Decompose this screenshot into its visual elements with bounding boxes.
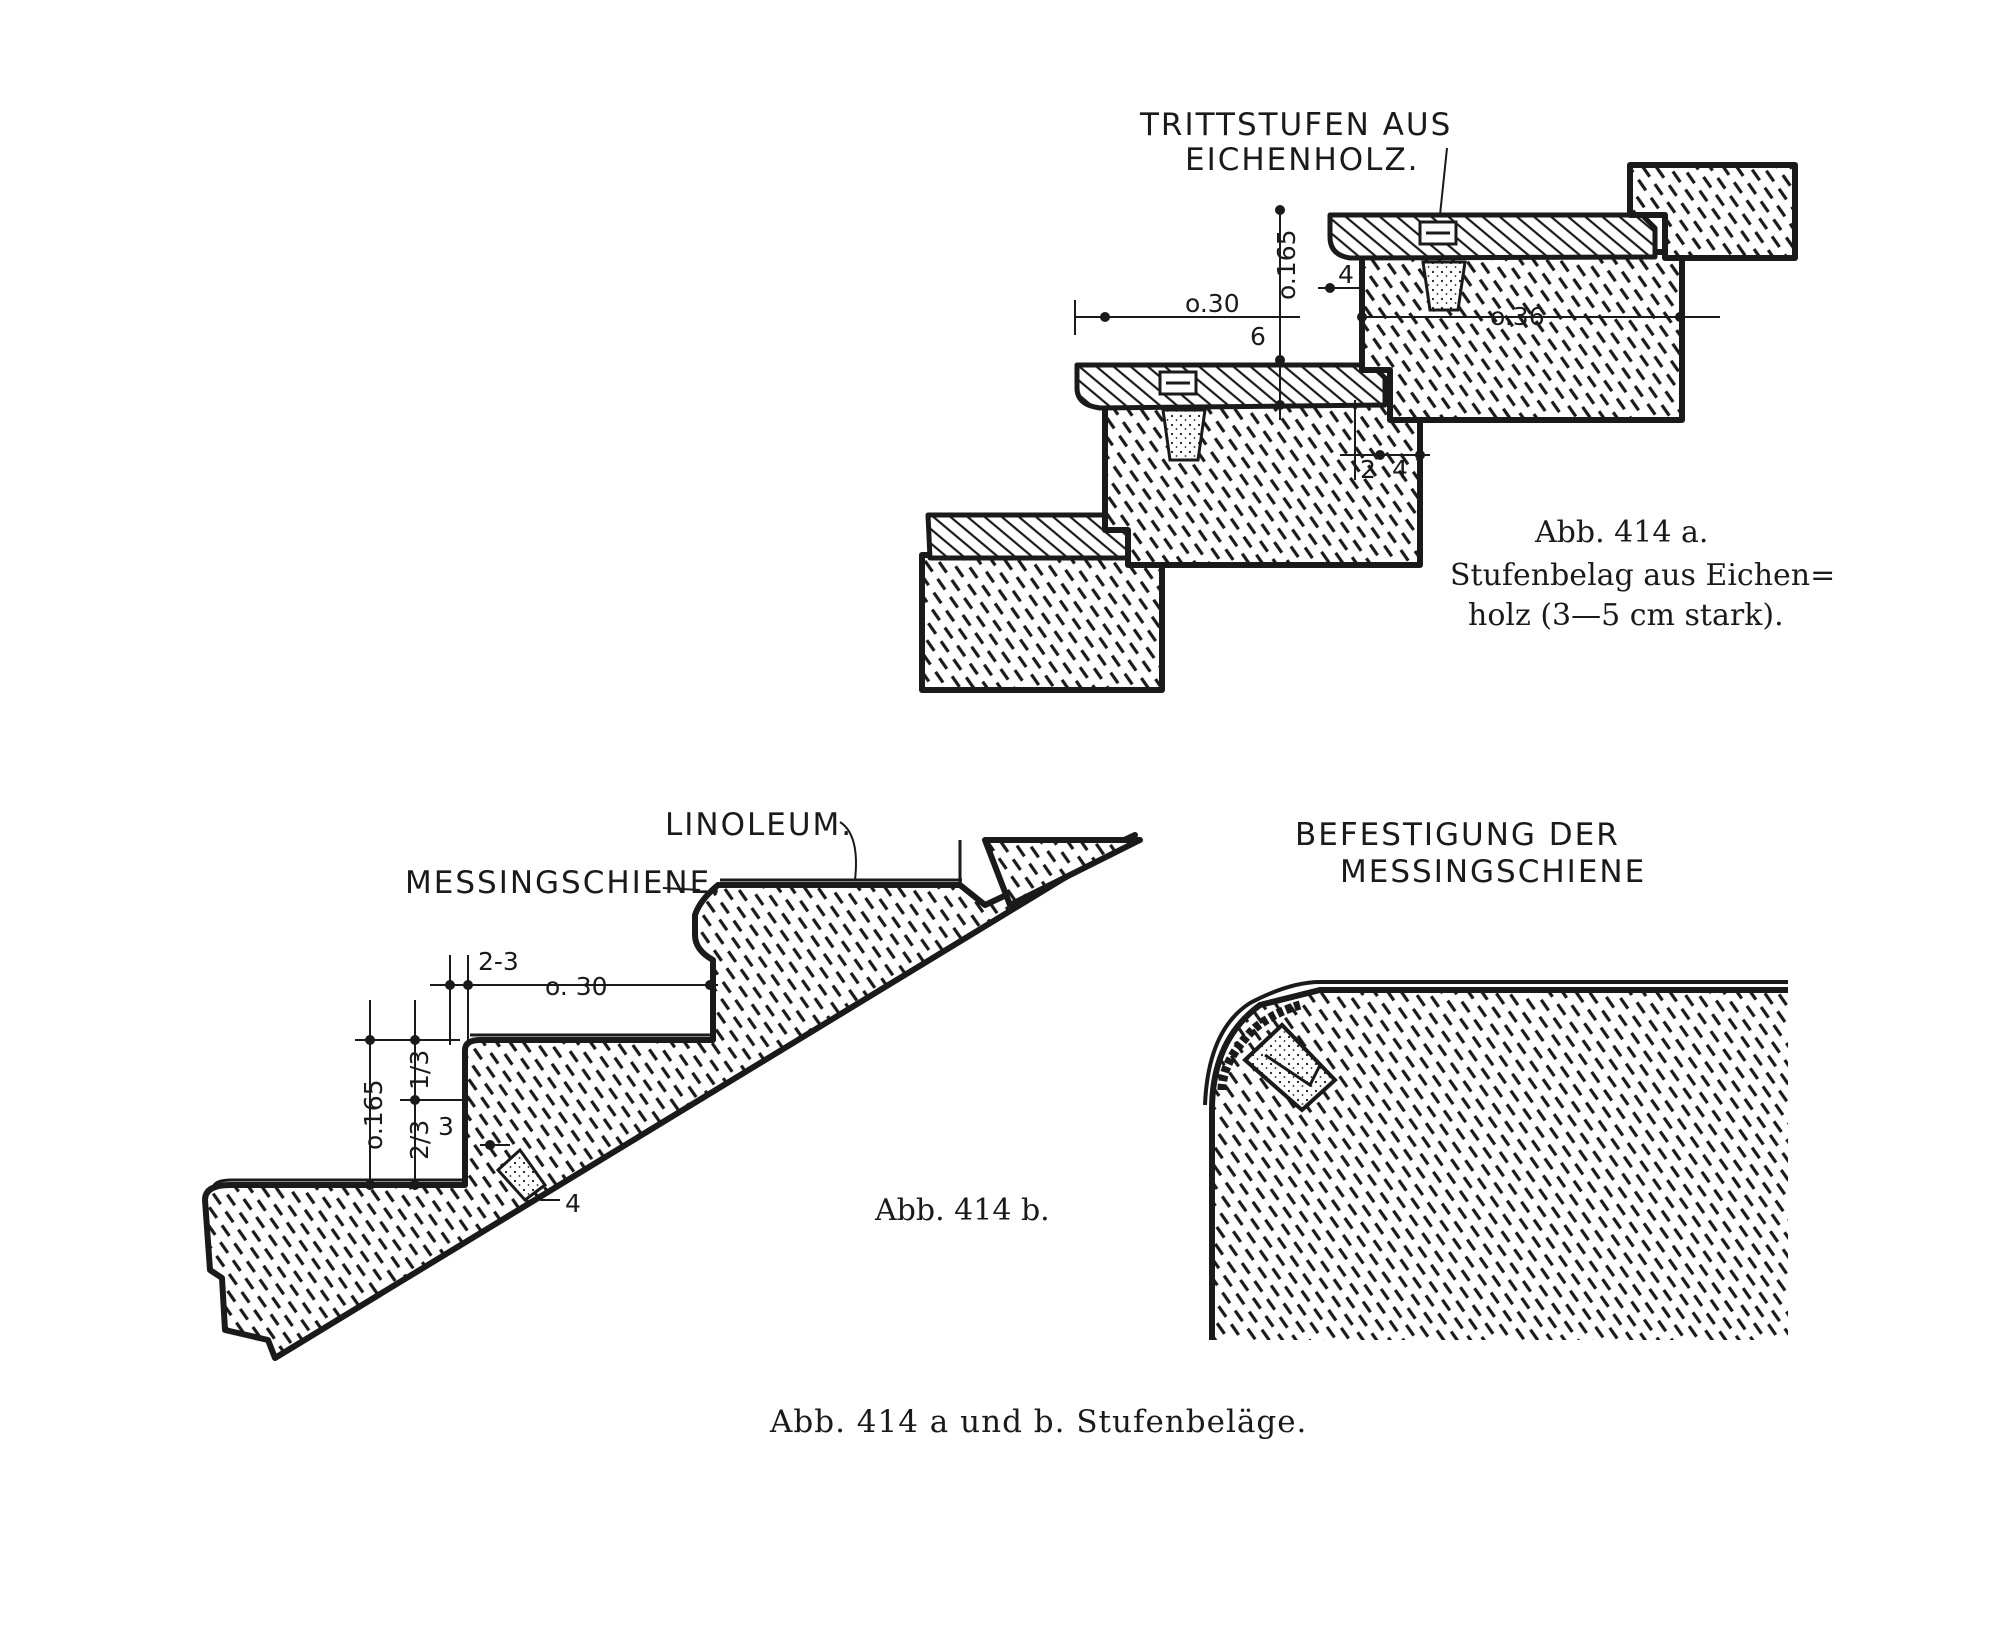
fig-a-lower-tread — [925, 512, 1131, 561]
fig-a-drawing — [919, 147, 1798, 693]
detail-anchor — [1242, 1022, 1338, 1113]
fig-b-dim-1-3: 1/3 — [405, 1050, 434, 1090]
fig-a-label-line2: EICHENHOLZ. — [1185, 142, 1420, 178]
fig-b-dim-4: 4 — [565, 1189, 581, 1218]
fig-b-dim-2-3: 2-3 — [478, 947, 519, 976]
fig-b-dim-0165: o.165 — [359, 1079, 388, 1150]
fig-a-dim-4: 4 — [1338, 260, 1354, 289]
detail-stone-block — [1212, 990, 1788, 1340]
detail-title-line2: MESSINGSCHIENE — [1340, 854, 1646, 890]
fig-b-dim-030: o. 30 — [545, 972, 608, 1001]
fig-b-dim-2-3b: 2/3 — [405, 1120, 434, 1160]
fig-b-upper-wall — [982, 837, 1143, 908]
fig-a-caption-line2: Stufenbelag aus Eichen= — [1450, 558, 1835, 593]
fig-a-caption-line1: Abb. 414 a. — [1534, 515, 1708, 550]
fig-a-dim-0165: o.165 — [1272, 229, 1301, 300]
fig-b-dim-3: 3 — [438, 1112, 454, 1141]
fig-a-anchor-1 — [1161, 408, 1207, 462]
fig-b-label-messingschiene: MESSINGSCHIENE. — [405, 865, 723, 901]
fig-b-label-linoleum: LINOLEUM. — [665, 807, 853, 843]
fig-a-anchor-2 — [1421, 260, 1467, 312]
detail-linoleum-line — [1203, 980, 1788, 1106]
detail-title-line1: BEFESTIGUNG DER — [1295, 817, 1620, 853]
detail-drawing — [1203, 980, 1788, 1340]
fig-a-middle-tread — [1074, 362, 1388, 411]
fig-b-drawing — [202, 821, 1143, 1361]
fig-b-caption: Abb. 414 b. — [874, 1193, 1050, 1228]
fig-a-dim-6: 6 — [1250, 322, 1266, 351]
fig-a-base-masonry — [919, 552, 1165, 693]
detail-brass-rail — [1217, 1000, 1302, 1091]
fig-a-top-wall — [1627, 162, 1798, 261]
fig-a-dim-4b: 4 — [1392, 455, 1408, 484]
fig-a-upper-masonry — [1359, 249, 1685, 423]
main-caption: Abb. 414 a und b. Stufenbeläge. — [769, 1404, 1307, 1440]
fig-b-stone-stair — [202, 832, 1138, 1361]
fig-a-caption-line3: holz (3—5 cm stark). — [1468, 598, 1784, 633]
fig-a-dim-030: o.30 — [1185, 289, 1240, 318]
fig-a-label-line1: TRITTSTUFEN AUS — [1139, 107, 1452, 143]
fig-a-upper-tread — [1327, 212, 1658, 261]
fig-a-dim-036: o.36 — [1490, 302, 1545, 331]
fig-a-dim-2: 2 — [1360, 455, 1376, 484]
